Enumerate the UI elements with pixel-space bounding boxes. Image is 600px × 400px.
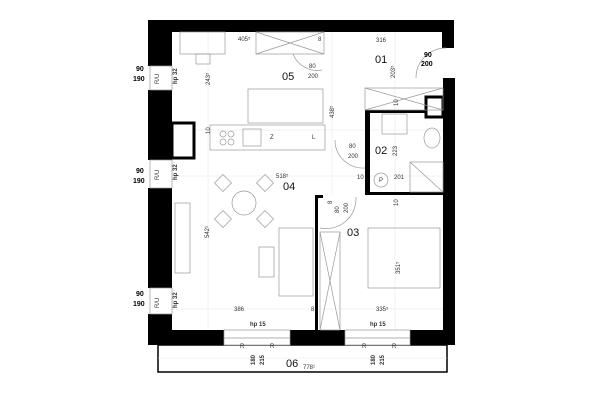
door-width: 80 — [335, 206, 341, 213]
dishwasher-label: L — [312, 135, 316, 141]
dim: 778¹ — [303, 365, 315, 371]
window-type: R/U — [155, 298, 161, 308]
window-height: 190 — [133, 301, 145, 308]
bed-05 — [247, 88, 324, 124]
shower — [409, 161, 444, 193]
room-label-02: 02 — [375, 145, 387, 157]
dim: 223 — [393, 145, 399, 156]
door-height: 200 — [308, 74, 319, 80]
entry-door-swing — [415, 47, 447, 79]
window-width: 180 — [251, 354, 257, 365]
dim: 386 — [234, 307, 245, 313]
doors: 90 200 80 200 80 200 80 200 — [292, 47, 447, 229]
room-label-01: 01 — [375, 54, 387, 66]
dim: 10 — [394, 199, 400, 206]
room-label-05: 05 — [282, 71, 294, 83]
window-height: 190 — [133, 178, 145, 185]
room-label-06: 06 — [286, 358, 298, 370]
dim: 405⁵ — [238, 36, 251, 43]
window-bottom-2: hp 15 R R 180 215 — [344, 322, 411, 365]
dim: 10 — [206, 127, 212, 134]
dim: 8 — [328, 200, 334, 204]
kitchen-counter — [209, 124, 326, 151]
dim: 8 — [318, 37, 322, 43]
door-03-swing — [319, 196, 357, 229]
washer-label: P — [379, 178, 383, 184]
door-width: 90 — [424, 52, 432, 59]
window-bottom-1: hp 15 R R 180 215 — [223, 322, 291, 365]
sink — [381, 113, 408, 135]
window-width: 90 — [136, 168, 144, 175]
dim: 201 — [394, 175, 405, 181]
window-height: 190 — [133, 76, 145, 83]
dim: 10 — [394, 99, 400, 106]
sill-height: hp 32 — [173, 164, 179, 180]
window-type: R — [392, 344, 397, 350]
furniture — [174, 31, 444, 331]
sill-height: hp 15 — [250, 322, 266, 328]
bed-03 — [367, 227, 441, 289]
dim: 518⁵ — [276, 173, 289, 180]
sill-height: hp 32 — [173, 292, 179, 308]
dim: 351⁵ — [395, 261, 402, 274]
window-width: 90 — [136, 66, 144, 73]
sill-height: hp 15 — [370, 322, 386, 328]
window-width: 90 — [136, 291, 144, 298]
window-height: 215 — [260, 354, 266, 365]
window-type: R — [270, 344, 275, 350]
window-type: R — [240, 344, 245, 350]
sofa — [278, 227, 314, 297]
window-type: R/U — [155, 74, 161, 84]
room-label-03: 03 — [347, 227, 359, 239]
window-left-2: 90 190 R/U hp 32 — [133, 159, 179, 189]
dim: 10 — [357, 175, 364, 181]
wardrobe-03 — [319, 231, 341, 331]
washing-machine — [373, 172, 389, 188]
balcony — [157, 344, 448, 373]
dim: 316 — [376, 38, 387, 44]
window-type: R — [362, 344, 367, 350]
dim: 203⁵ — [390, 65, 397, 78]
desk — [179, 31, 226, 55]
window-left-1: 90 190 R/U hp 32 — [133, 65, 179, 91]
dimensions: 405⁵ 8 316 203⁵ 243⁵ 438⁵ 10 10 10 10 22… — [205, 36, 405, 371]
room-label-04: 04 — [283, 181, 295, 193]
coffee-table — [258, 246, 275, 278]
door-02-swing — [334, 139, 366, 169]
wardrobe-01 — [364, 87, 444, 111]
toilet — [423, 127, 441, 149]
window-left-3: 90 190 R/U hp 32 — [133, 287, 179, 315]
dim: 243⁵ — [205, 72, 212, 85]
dim: 438⁵ — [329, 105, 336, 118]
window-type: R/U — [155, 170, 161, 180]
door-width: 80 — [349, 144, 356, 150]
window-height: 215 — [380, 354, 386, 365]
walls — [148, 20, 455, 345]
door-height: 200 — [421, 61, 433, 68]
door-height: 200 — [348, 154, 359, 160]
tv-stand — [174, 202, 191, 274]
door-height: 200 — [344, 202, 350, 213]
wardrobe-05 — [255, 31, 325, 55]
sill-height: hp 32 — [173, 68, 179, 84]
dim: 542¹ — [205, 226, 211, 238]
window-width: 180 — [371, 354, 377, 365]
dim: 8 — [311, 307, 315, 313]
door-05-swing — [292, 53, 323, 71]
fridge-label: Z — [270, 135, 274, 141]
dining-table — [231, 190, 257, 216]
door-width: 80 — [309, 64, 316, 70]
floor-grid — [172, 32, 443, 330]
dim: 335⁵ — [376, 306, 389, 313]
